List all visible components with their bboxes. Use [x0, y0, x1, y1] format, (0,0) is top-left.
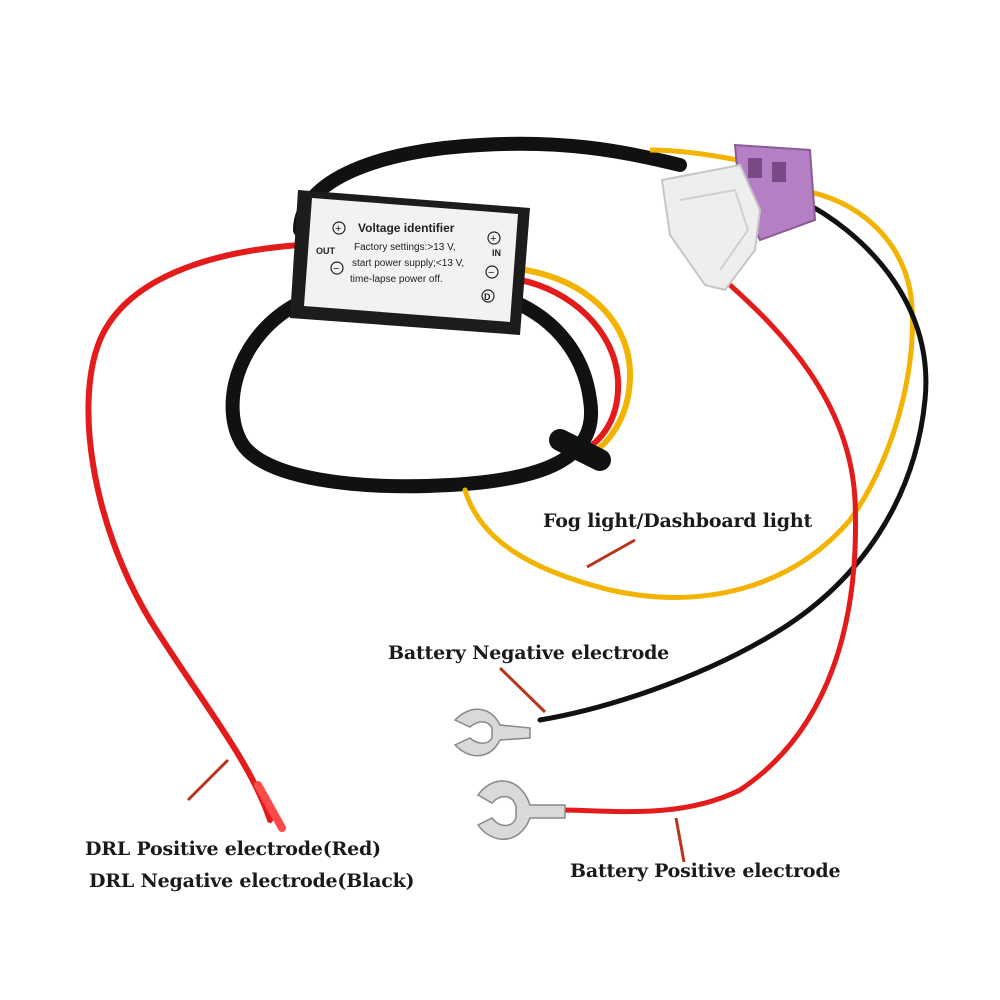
module-line-3: time-lapse power off.: [350, 274, 443, 285]
red-positive-wire: [557, 282, 858, 815]
in-minus-symbol: −: [488, 267, 494, 279]
battery-negative-label: Battery Negative electrode: [388, 642, 670, 664]
in-minus-icon: [485, 265, 499, 279]
fog-light-pointer: [586, 538, 636, 569]
battery-negative-pointer: [498, 666, 547, 714]
module-line-2: start power supply;<13 V,: [352, 258, 464, 269]
d-terminal-icon: [481, 289, 495, 303]
black-negative-wire: [537, 197, 929, 723]
in-plus-symbol: +: [490, 233, 496, 245]
drl-red-wire-tip: [254, 781, 286, 832]
module-line-1: Factory settings:>13 V,: [354, 242, 456, 253]
module-in-label: IN: [492, 248, 501, 258]
voltage-identifier-module: Voltage identifier Factory settings:>13 …: [290, 190, 530, 335]
drl-positive-label: DRL Positive electrode(Red): [85, 838, 381, 860]
loop-yellow-wire: [524, 267, 634, 463]
loop-red-wire: [519, 277, 622, 458]
out-minus-symbol: −: [333, 263, 339, 275]
module-title: Voltage identifier: [358, 221, 455, 235]
out-plus-symbol: +: [335, 223, 341, 235]
black-cable-top: [293, 136, 687, 237]
battery-positive-pointer: [674, 817, 686, 863]
positive-fork-terminal: [476, 780, 566, 840]
drl-pointer: [186, 758, 230, 802]
module-out-label: OUT: [316, 246, 336, 256]
battery-positive-label: Battery Positive electrode: [570, 860, 841, 882]
negative-fork-terminal: [453, 708, 531, 757]
out-minus-icon: [330, 261, 344, 275]
yellow-fog-wire: [462, 187, 915, 600]
in-plus-icon: [487, 231, 501, 245]
d-terminal-symbol: D: [484, 292, 491, 302]
drl-negative-label: DRL Negative electrode(Black): [89, 870, 415, 892]
loop-black-sleeve: [549, 429, 611, 471]
out-plus-icon: [332, 221, 346, 235]
fog-light-label: Fog light/Dashboard light: [543, 510, 813, 532]
drl-red-wire: [85, 242, 303, 823]
fuse-holder: [660, 143, 817, 292]
black-cable-loop: [225, 293, 599, 494]
